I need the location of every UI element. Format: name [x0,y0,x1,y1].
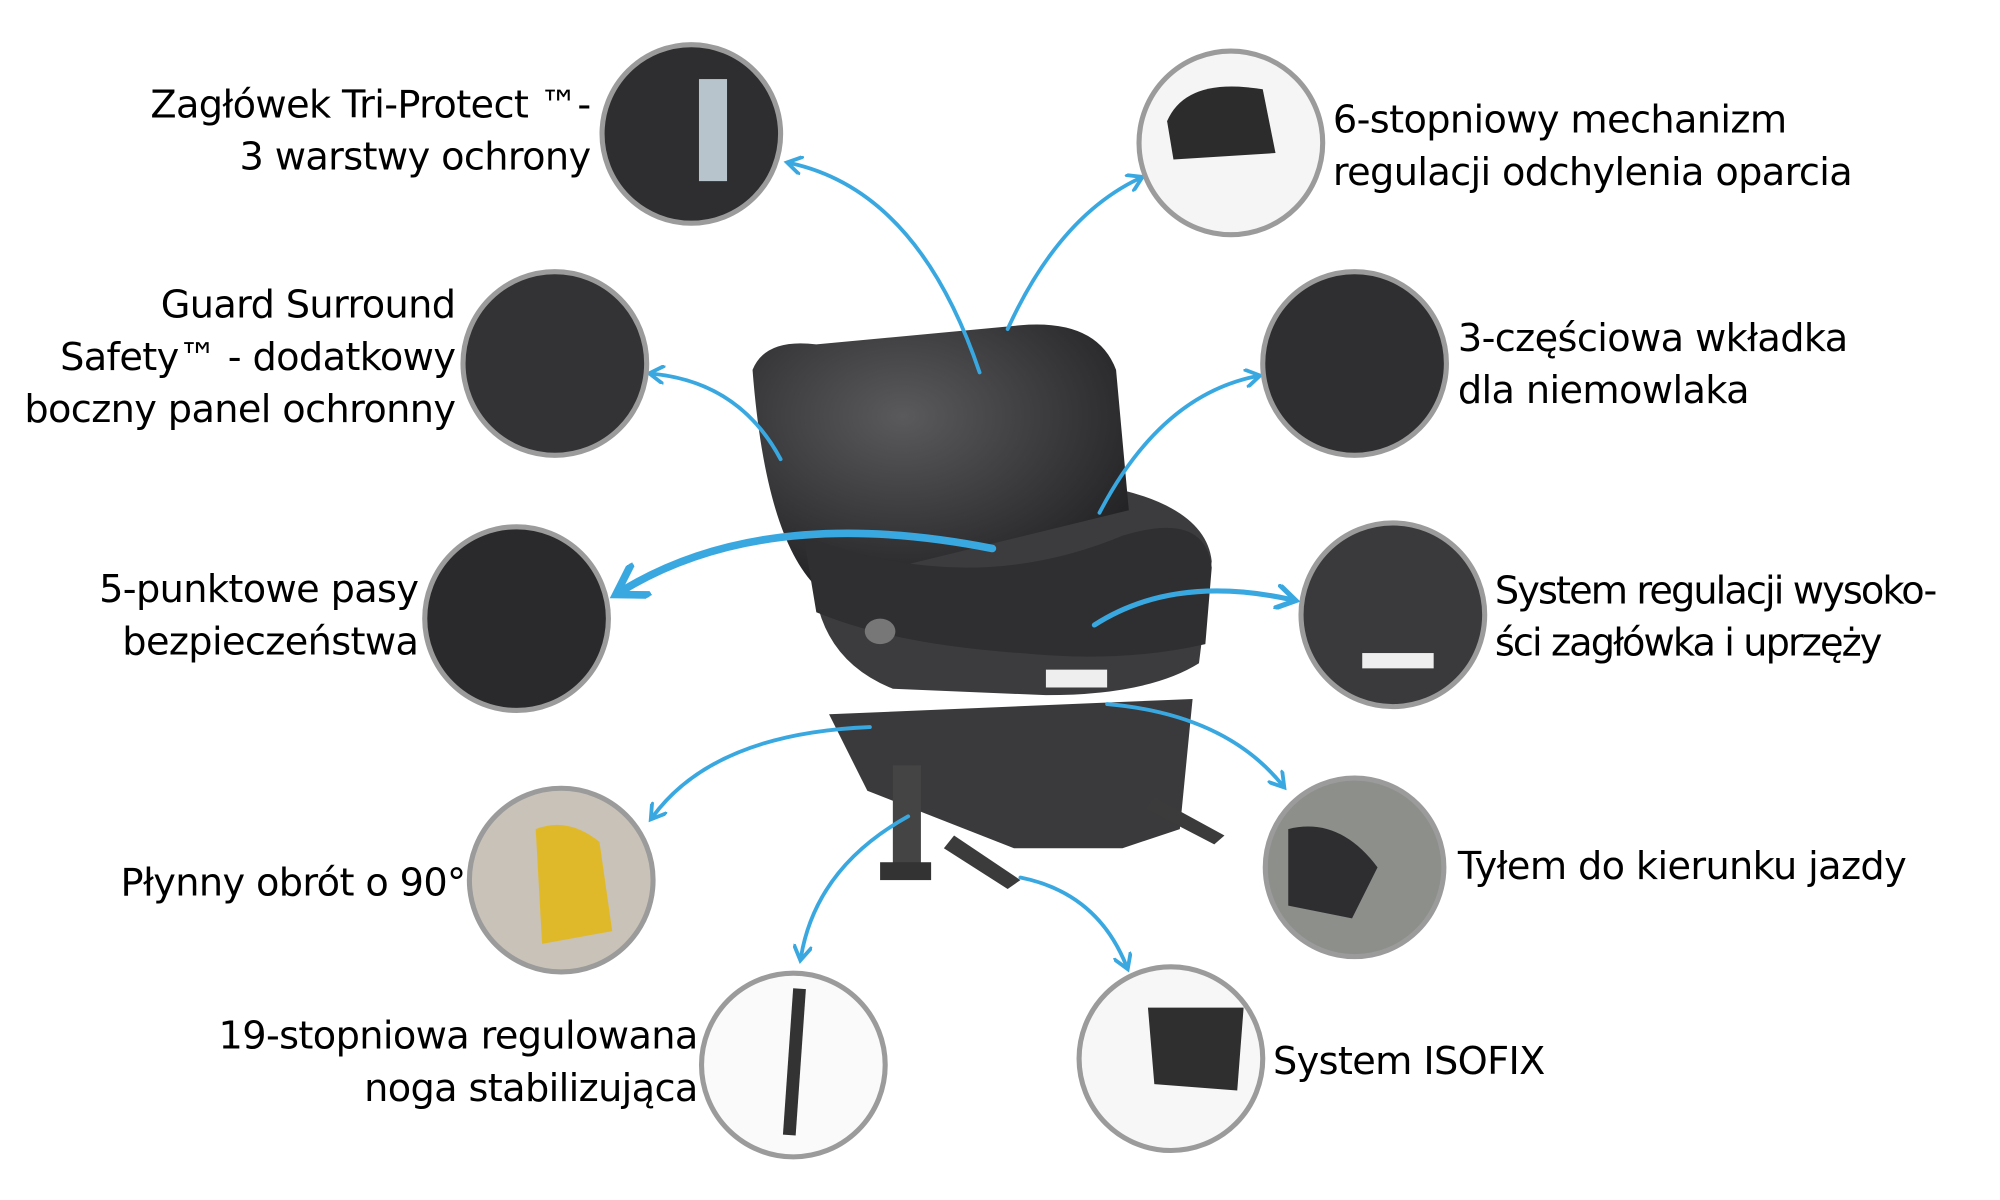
arrow-harness [622,529,997,590]
isofix-arm-left [943,835,1021,890]
detail-height-photo [1298,520,1488,710]
arrow-rotation [653,725,872,816]
label-recline: 6-stopniowy mechanizm regulacji odchylen… [1332,98,1853,196]
label-harness: 5-punktowe pasy bezpieczeństwa [99,567,419,665]
label-rearward: Tyłem do kierunku jazdy [1457,844,1907,890]
detail-guard-photo [460,269,650,458]
isofix-arm-right [1145,797,1225,845]
arrow-recline [1005,179,1139,331]
detail-headrest-photo [599,42,784,226]
arrow-rearward [1105,702,1282,784]
label-rotation: Płynny obrót o 90° [120,860,467,906]
label-insert: 3-częściowa wkładka dla niemowlaka [1457,316,1848,414]
arrow-insert [1097,376,1256,515]
arrow-leg [801,814,911,956]
car-seat-image [752,324,1225,890]
arrow-headrest [791,163,982,375]
arrow-isofix [1018,875,1126,966]
seat-cushion [803,527,1212,657]
label-height: System regulacji wysoko- ści zagłówka i … [1494,568,1937,666]
label-leg: 19-stopniowa regulowana noga stabilizują… [218,1014,699,1111]
label-isofix: System ISOFIX [1272,1039,1545,1085]
seat-back [752,324,1129,587]
seat-base [829,698,1193,849]
arrow-guard [653,374,783,462]
label-guard: Guard Surround Safety™ - dodatkowy boczn… [24,283,456,433]
arrow-height [1091,591,1290,628]
label-headrest: Zagłówek Tri-Protect ™- 3 warstwy ochron… [150,82,591,180]
detail-insert-photo [1260,269,1449,458]
detail-harness-photo [422,524,611,714]
